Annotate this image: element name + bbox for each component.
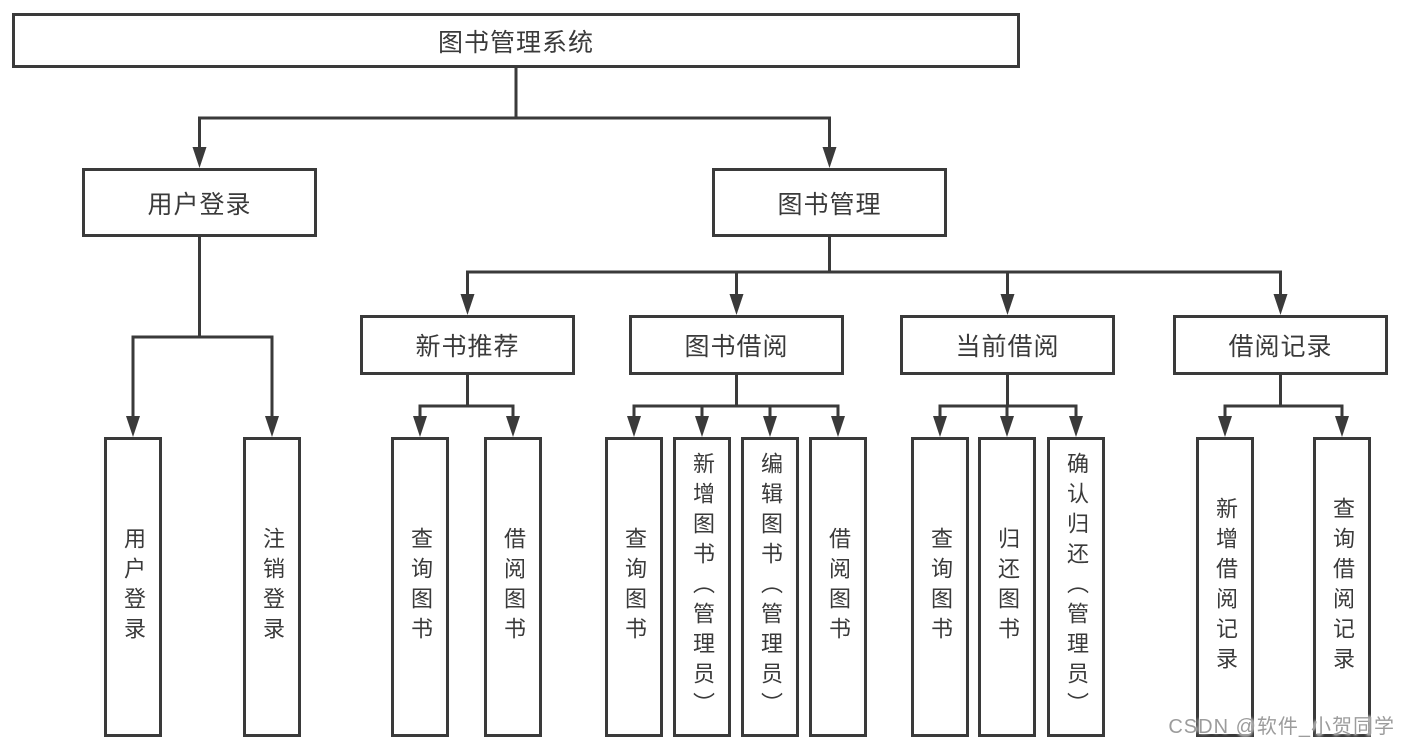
arrowhead-icon bbox=[831, 416, 845, 437]
node-label: 查询图书 bbox=[408, 527, 433, 647]
arrowhead-icon bbox=[413, 416, 427, 437]
arrowhead-icon bbox=[1069, 416, 1083, 437]
node-current-borrowing: 当前借阅 bbox=[900, 315, 1115, 375]
node-label: 新增图书（管理员） bbox=[690, 452, 715, 722]
arrowhead-icon bbox=[1218, 416, 1232, 437]
arrowhead-icon bbox=[1000, 416, 1014, 437]
node-return-book: 归还图书 bbox=[978, 437, 1036, 737]
arrowhead-icon bbox=[192, 147, 207, 168]
arrowhead-icon bbox=[822, 147, 837, 168]
node-label: 图书借阅 bbox=[684, 333, 789, 361]
node-label: 借阅图书 bbox=[501, 527, 526, 647]
node-label: 新增借阅记录 bbox=[1213, 497, 1238, 677]
node-book-borrowing: 图书借阅 bbox=[629, 315, 844, 375]
node-add-book-admin: 新增图书（管理员） bbox=[673, 437, 731, 737]
node-query-books-recommend: 查询图书 bbox=[391, 437, 449, 737]
node-label: 确认归还（管理员） bbox=[1064, 452, 1089, 722]
arrowhead-icon bbox=[933, 416, 947, 437]
node-confirm-return-admin: 确认归还（管理员） bbox=[1047, 437, 1105, 737]
node-add-borrowing-record: 新增借阅记录 bbox=[1196, 437, 1254, 737]
node-label: 图书管理系统 bbox=[437, 28, 594, 57]
node-logout: 注销登录 bbox=[243, 437, 301, 737]
arrowhead-icon bbox=[729, 294, 744, 315]
watermark-csdn: CSDN @软件_小贺同学 bbox=[1168, 716, 1395, 738]
node-borrow-books-recommend: 借阅图书 bbox=[484, 437, 542, 737]
arrowhead-icon bbox=[460, 294, 475, 315]
arrowhead-icon bbox=[126, 416, 140, 437]
node-label: 借阅记录 bbox=[1228, 333, 1333, 361]
arrowhead-icon bbox=[1273, 294, 1288, 315]
node-query-borrowing-record: 查询借阅记录 bbox=[1313, 437, 1371, 737]
node-label: 图书管理 bbox=[777, 190, 882, 219]
node-label: 注销登录 bbox=[260, 527, 285, 647]
node-query-books-current: 查询图书 bbox=[911, 437, 969, 737]
node-label: 用户登录 bbox=[147, 190, 252, 219]
node-label: 借阅图书 bbox=[826, 527, 851, 647]
node-user-login: 用户登录 bbox=[82, 168, 317, 237]
node-edit-book-admin: 编辑图书（管理员） bbox=[741, 437, 799, 737]
node-book-management: 图书管理 bbox=[712, 168, 947, 237]
node-label: 查询借阅记录 bbox=[1330, 497, 1355, 677]
node-label: 当前借阅 bbox=[955, 333, 1060, 361]
node-label: 查询图书 bbox=[928, 527, 953, 647]
node-borrow-books-borrow: 借阅图书 bbox=[809, 437, 867, 737]
node-label: 归还图书 bbox=[995, 527, 1020, 647]
arrowhead-icon bbox=[763, 416, 777, 437]
node-library-management-system: 图书管理系统 bbox=[12, 13, 1020, 68]
node-user-login-action: 用户登录 bbox=[104, 437, 162, 737]
arrowhead-icon bbox=[265, 416, 279, 437]
node-new-book-recommendation: 新书推荐 bbox=[360, 315, 575, 375]
arrowhead-icon bbox=[506, 416, 520, 437]
node-borrowing-records: 借阅记录 bbox=[1173, 315, 1388, 375]
arrowhead-icon bbox=[1000, 294, 1015, 315]
arrowhead-icon bbox=[1335, 416, 1349, 437]
arrowhead-icon bbox=[695, 416, 709, 437]
arrowhead-icon bbox=[627, 416, 641, 437]
node-label: 用户登录 bbox=[121, 527, 146, 647]
node-label: 新书推荐 bbox=[415, 333, 520, 361]
node-label: 查询图书 bbox=[622, 527, 647, 647]
node-label: 编辑图书（管理员） bbox=[758, 452, 783, 722]
node-query-books-borrow: 查询图书 bbox=[605, 437, 663, 737]
